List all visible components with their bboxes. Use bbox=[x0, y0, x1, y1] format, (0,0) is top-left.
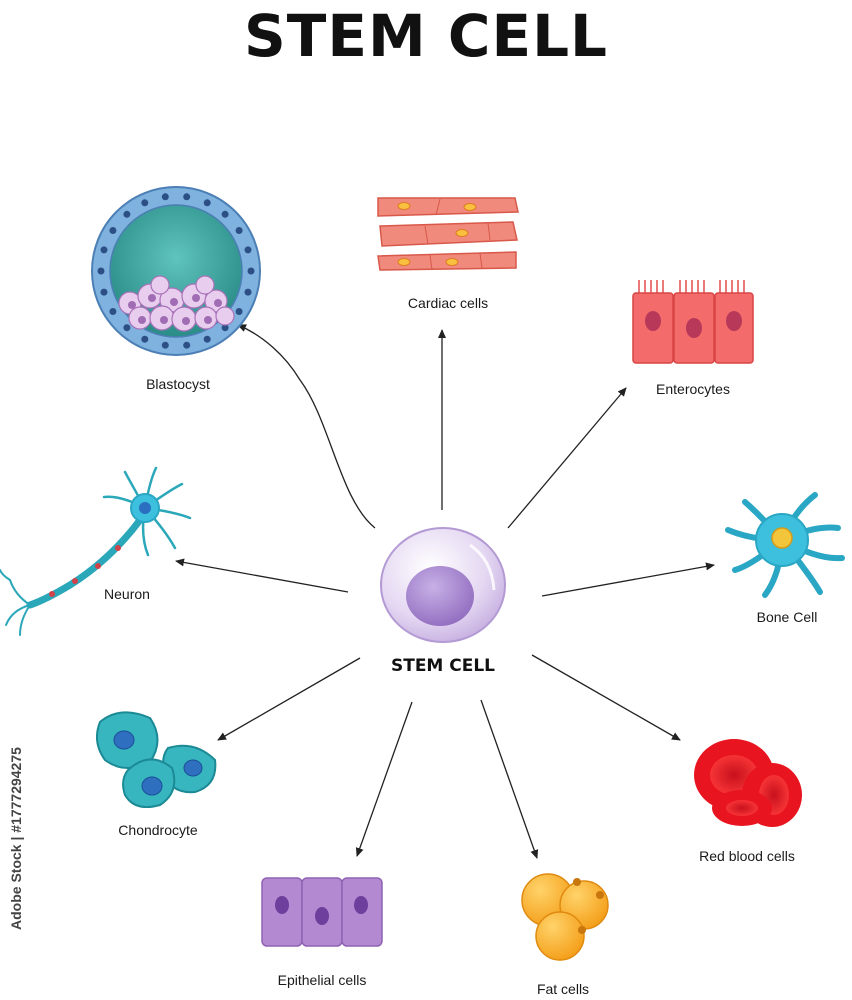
blastocyst-outer-nucleus bbox=[221, 324, 229, 332]
arrow-to-chondrocyte bbox=[217, 657, 361, 741]
blastocyst-outer-nucleus bbox=[244, 288, 252, 296]
blastocyst-illustration bbox=[91, 186, 261, 356]
blastocyst-outer-nucleus bbox=[141, 199, 149, 207]
red-blood-cells-label: Red blood cells bbox=[699, 848, 795, 864]
blastocyst-outer-nucleus bbox=[203, 335, 211, 343]
chondrocyte-illustration bbox=[95, 711, 217, 808]
blastocyst-label: Blastocyst bbox=[146, 376, 210, 392]
blastocyst-outer-nucleus bbox=[123, 210, 131, 218]
blastocyst-outer-nucleus bbox=[183, 341, 191, 349]
blastocyst-outer-nucleus bbox=[221, 210, 229, 218]
blastocyst-outer-nucleus bbox=[203, 199, 211, 207]
fat-cells-illustration bbox=[521, 873, 609, 961]
epithelial-cells-label: Epithelial cells bbox=[277, 972, 367, 988]
stem-cell-label: STEM CELL bbox=[390, 656, 496, 676]
arrows bbox=[175, 324, 715, 859]
blastocyst-outer-nucleus bbox=[100, 288, 108, 296]
diagram-title: STEM CELL bbox=[244, 2, 608, 70]
red-blood-cells-illustration bbox=[694, 739, 802, 827]
blastocyst-outer-nucleus bbox=[247, 267, 255, 275]
blastocyst-outer-nucleus bbox=[244, 246, 252, 254]
arrow-to-enterocytes bbox=[507, 387, 627, 529]
blastocyst-outer-nucleus bbox=[141, 335, 149, 343]
cardiac-cells-label: Cardiac cells bbox=[407, 295, 489, 311]
blastocyst-outer-nucleus bbox=[235, 227, 243, 234]
chondrocyte-label: Chondrocyte bbox=[118, 822, 198, 838]
fat-cells-label: Fat cells bbox=[536, 981, 590, 997]
blastocyst-outer-nucleus bbox=[97, 267, 105, 275]
blastocyst-outer-nucleus bbox=[235, 308, 243, 315]
arrow-to-blastocyst bbox=[237, 324, 376, 529]
neuron-illustration bbox=[0, 466, 192, 636]
blastocyst-outer-nucleus bbox=[100, 246, 108, 254]
bone-cell-label: Bone Cell bbox=[756, 609, 818, 625]
blastocyst-outer-nucleus bbox=[161, 341, 169, 349]
arrow-to-bone bbox=[541, 562, 715, 597]
arrow-to-red-blood bbox=[531, 654, 681, 741]
blastocyst-outer-nucleus bbox=[183, 193, 191, 201]
enterocytes-illustration bbox=[632, 280, 754, 364]
cardiac-cells-illustration bbox=[377, 197, 519, 271]
neuron-label: Neuron bbox=[104, 586, 150, 602]
arrow-to-fat bbox=[480, 699, 539, 859]
enterocytes-label: Enterocytes bbox=[656, 381, 730, 397]
stock-watermark: Adobe Stock | #1777294275 bbox=[8, 747, 24, 930]
arrow-to-epithelial bbox=[355, 701, 413, 857]
bone-cell-illustration bbox=[725, 492, 845, 598]
stem-cell-illustration bbox=[380, 527, 506, 643]
epithelial-cells-illustration bbox=[261, 877, 383, 947]
blastocyst-outer-nucleus bbox=[161, 193, 169, 201]
blastocyst-outer-nucleus bbox=[109, 227, 117, 234]
blastocyst-outer-nucleus bbox=[123, 324, 131, 332]
blastocyst-outer-nucleus bbox=[109, 308, 117, 315]
arrow-to-neuron bbox=[175, 558, 349, 593]
